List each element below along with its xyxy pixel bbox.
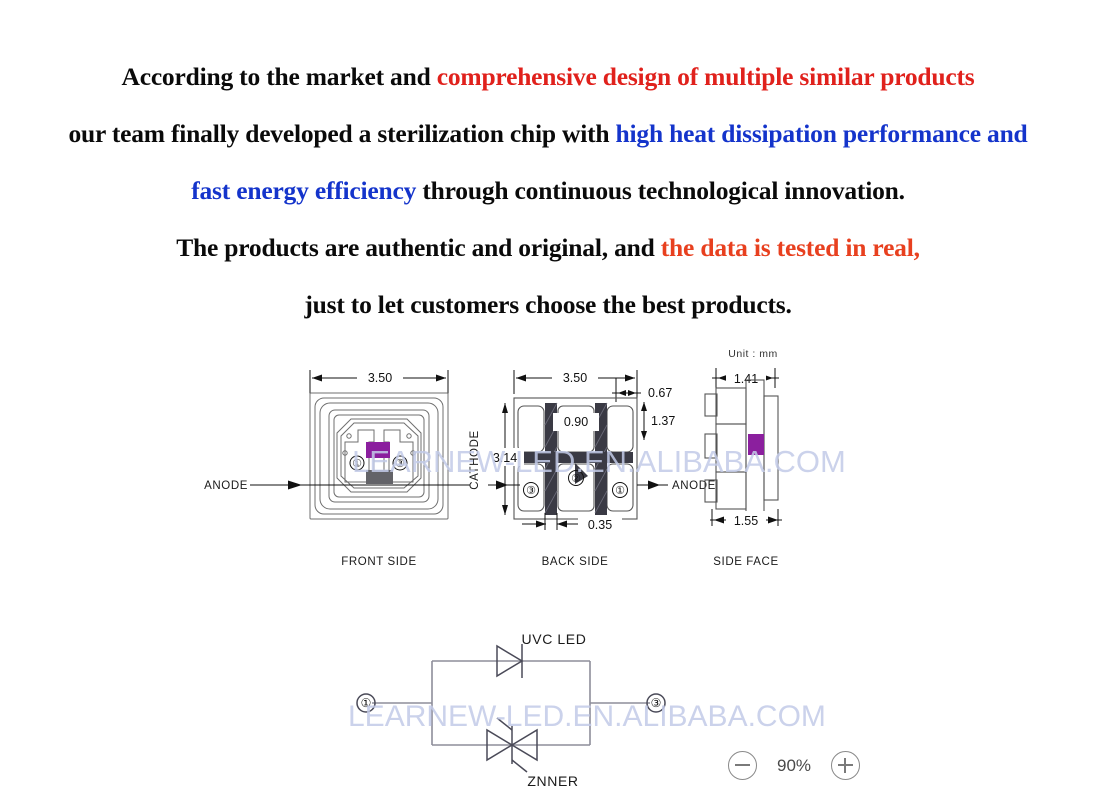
back-035-dimension: 0.35: [588, 518, 612, 532]
back-side-drawing: 3.50 0.67 1.37: [469, 368, 716, 568]
led-die-side: [748, 434, 764, 455]
side-face-caption: SIDE FACE: [713, 556, 778, 568]
circuit-svg: UVC LED ① ③ ZNNER: [356, 631, 666, 789]
headline-line-3: fast energy efficiency through continuou…: [0, 162, 1096, 219]
back-090-dimension: 0.90: [564, 415, 588, 429]
headline-line-4: The products are authentic and original,…: [0, 219, 1096, 276]
headline-segment: our team finally developed a sterilizati…: [68, 119, 616, 148]
zoom-in-button[interactable]: [831, 751, 860, 780]
unit-label: Unit : mm: [728, 348, 777, 360]
back-anode-label: ANODE: [672, 480, 716, 492]
front-width-dimension: 3.50: [368, 371, 392, 385]
circuit-terminal-1-label: ①: [361, 696, 372, 710]
back-pin-1-label: ①: [615, 485, 625, 497]
front-pin-1-label: ①: [352, 458, 362, 470]
front-side-drawing: 3.50 ①: [204, 368, 470, 568]
uvc-led-label: UVC LED: [522, 631, 587, 647]
zoom-out-button[interactable]: [728, 751, 757, 780]
back-pin-3-label: ③: [526, 485, 536, 497]
equivalent-circuit-diagram: UVC LED ① ③ ZNNER: [0, 620, 1096, 800]
front-side-caption: FRONT SIDE: [341, 556, 416, 568]
headline-line-5: just to let customers choose the best pr…: [0, 276, 1096, 333]
zoom-level-label: 90%: [776, 755, 812, 775]
headline-segment: The products are authentic and original,…: [176, 233, 661, 262]
front-anode-label: ANODE: [204, 480, 248, 492]
zener-label: ZNNER: [527, 773, 578, 789]
back-314-dimension: 3.14: [493, 451, 517, 465]
dimension-drawing-svg: 3.50 ①: [204, 348, 782, 568]
side-155-dimension: 1.55: [734, 514, 758, 528]
headline-segment: through continuous technological innovat…: [416, 176, 905, 205]
back-cathode-label: CATHODE: [469, 430, 481, 490]
headline-segment-highlight: fast energy efficiency: [191, 176, 417, 205]
headline-segment: just to let customers choose the best pr…: [304, 290, 792, 319]
back-067-dimension: 0.67: [648, 386, 672, 400]
headline-line-1: According to the market and comprehensiv…: [0, 48, 1096, 105]
back-width-dimension: 3.50: [563, 371, 587, 385]
headline-segment-highlight: high heat dissipation performance and: [615, 119, 1028, 148]
package-dimension-drawings: 3.50 ①: [0, 330, 1096, 590]
headline-text-block: According to the market and comprehensiv…: [0, 48, 1096, 333]
back-137-dimension: 1.37: [651, 414, 675, 428]
back-pin-2-label: ②: [571, 473, 581, 485]
side-141-dimension: 1.41: [734, 372, 758, 386]
zener-die-front: [366, 470, 393, 484]
front-pin-3-label: ③: [395, 458, 405, 470]
led-die-front: [366, 442, 390, 458]
zoom-control[interactable]: 90%: [728, 751, 860, 780]
side-face-drawing: Unit : mm 1.41: [704, 348, 782, 568]
circuit-terminal-3-label: ③: [651, 696, 662, 710]
headline-segment-highlight: comprehensive design of multiple similar…: [436, 62, 975, 91]
back-side-caption: BACK SIDE: [542, 556, 609, 568]
headline-segment: According to the market and: [121, 62, 437, 91]
headline-line-2: our team finally developed a sterilizati…: [0, 105, 1096, 162]
headline-segment-highlight: the data is tested in real,: [660, 233, 920, 262]
